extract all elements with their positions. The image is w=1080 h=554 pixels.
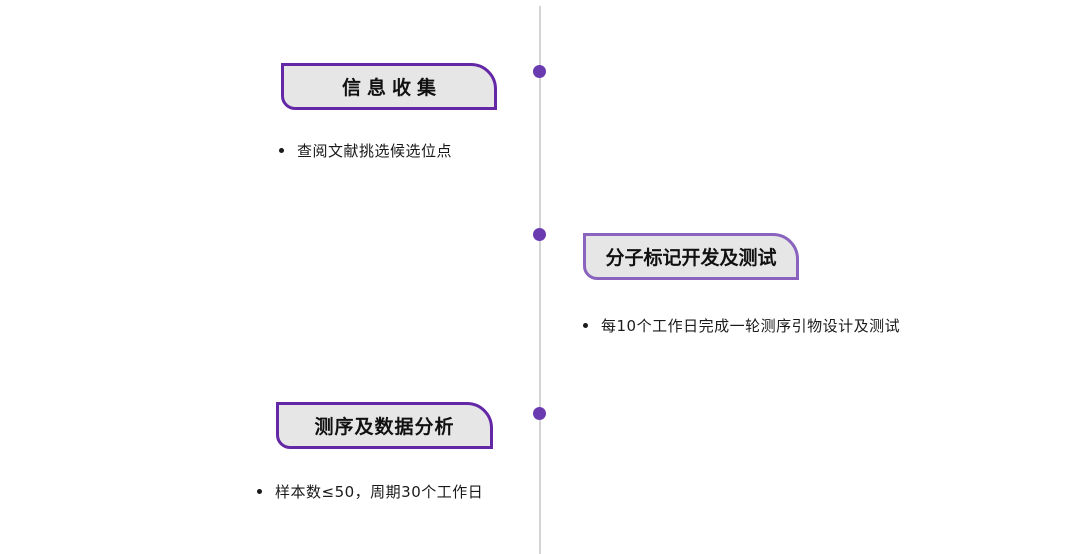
timeline-axis bbox=[539, 6, 541, 554]
step-1-detail: 查阅文献挑选候选位点 bbox=[279, 140, 452, 161]
timeline-dot-2 bbox=[533, 228, 546, 241]
step-1-title-text: 信息收集 bbox=[341, 77, 442, 99]
bullet-icon bbox=[583, 323, 588, 328]
step-3-title: 测序及数据分析 bbox=[276, 402, 493, 449]
step-2-title: 分子标记开发及测试 bbox=[583, 233, 799, 280]
step-1-title: 信息收集 bbox=[281, 63, 497, 110]
step-3-detail-text: 样本数≤50，周期30个工作日 bbox=[275, 483, 484, 501]
step-2-title-text: 分子标记开发及测试 bbox=[605, 247, 777, 269]
step-2-detail-text: 每10个工作日完成一轮测序引物设计及测试 bbox=[601, 317, 901, 335]
bullet-icon bbox=[279, 148, 284, 153]
timeline-dot-3 bbox=[533, 407, 546, 420]
bullet-icon bbox=[257, 489, 262, 494]
step-3-title-text: 测序及数据分析 bbox=[314, 416, 455, 438]
step-3-detail: 样本数≤50，周期30个工作日 bbox=[257, 481, 483, 502]
timeline-dot-1 bbox=[533, 65, 546, 78]
step-2-detail: 每10个工作日完成一轮测序引物设计及测试 bbox=[583, 315, 900, 336]
step-1-detail-text: 查阅文献挑选候选位点 bbox=[297, 142, 453, 160]
